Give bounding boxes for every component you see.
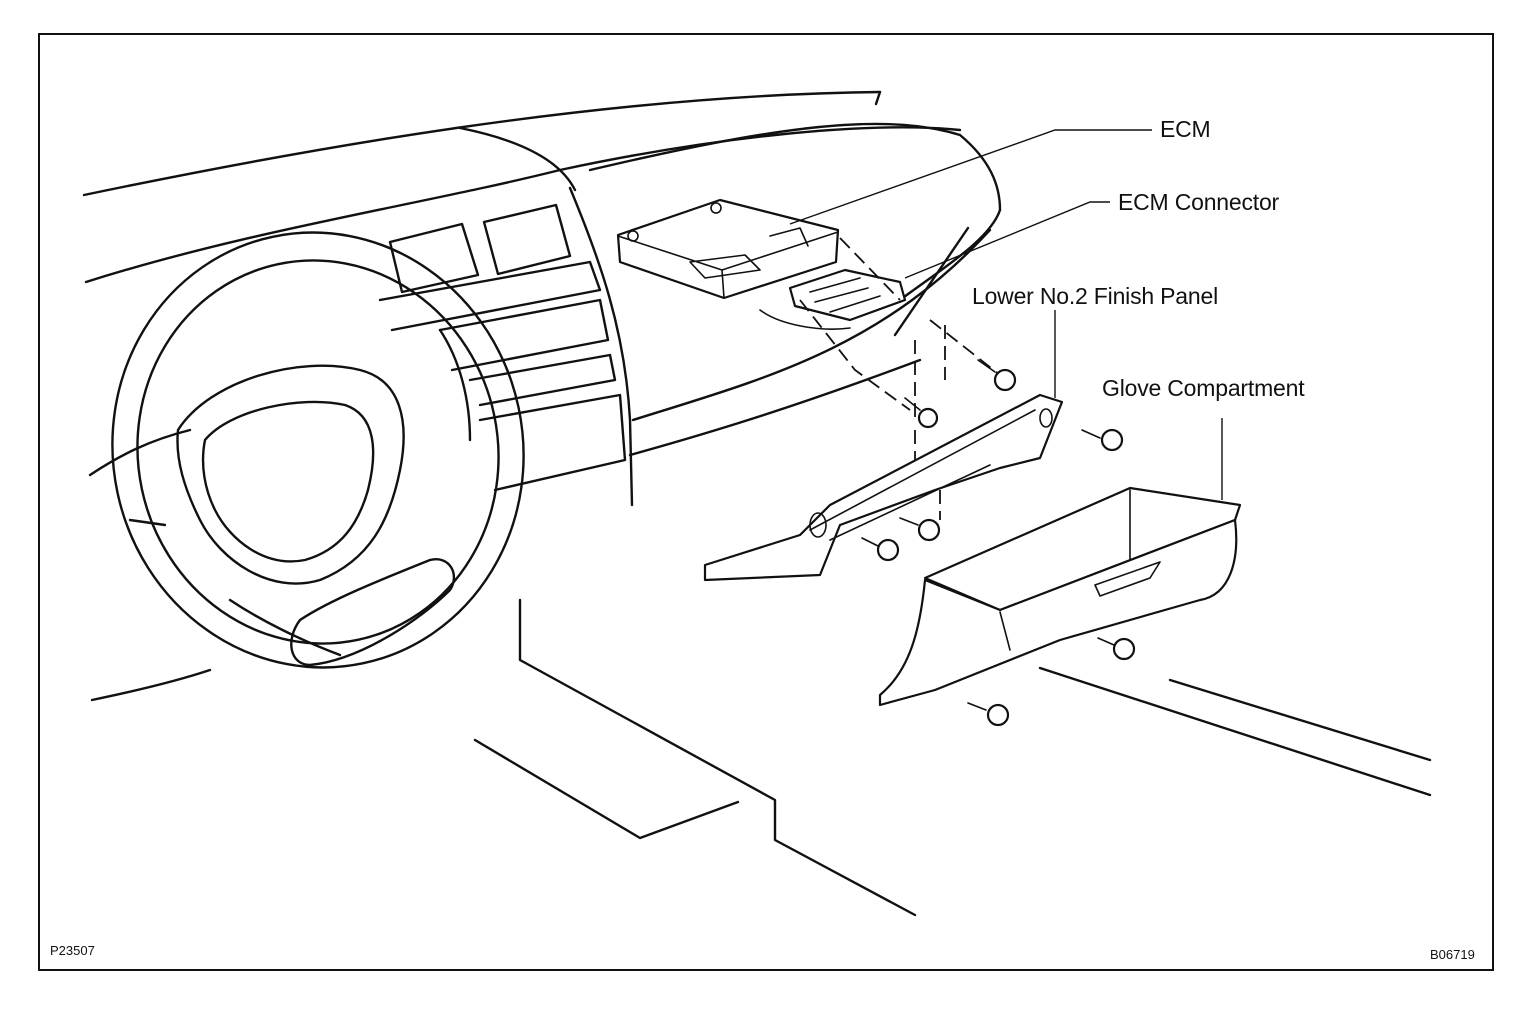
floor-lines: [473, 598, 1432, 917]
figure-code-left: P23507: [50, 943, 95, 958]
glove-compartment-label: Glove Compartment: [1102, 375, 1305, 401]
ecm-label: ECM: [1160, 116, 1211, 142]
screws: [861, 359, 1136, 727]
dashboard-outline: [82, 90, 1002, 702]
glove-compartment: [878, 486, 1242, 707]
lower-finish-panel-label: Lower No.2 Finish Panel: [972, 283, 1218, 309]
screw: [967, 702, 1010, 727]
screw: [1081, 428, 1124, 452]
screw: [899, 517, 941, 542]
figure-frame: [38, 33, 1494, 971]
leader-lines: [789, 129, 1223, 500]
ecm-connector-label: ECM Connector: [1118, 189, 1280, 215]
lower-finish-panel: [703, 393, 1064, 582]
ecm-unit: [616, 198, 840, 300]
screw: [1097, 637, 1136, 661]
steering-wheel: [111, 231, 525, 669]
ecm-connectors: [759, 268, 907, 330]
screw: [977, 359, 1017, 392]
figure-code-right: B06719: [1430, 947, 1475, 962]
center-vents: [378, 203, 627, 492]
screw: [861, 537, 900, 562]
screw: [904, 397, 939, 429]
